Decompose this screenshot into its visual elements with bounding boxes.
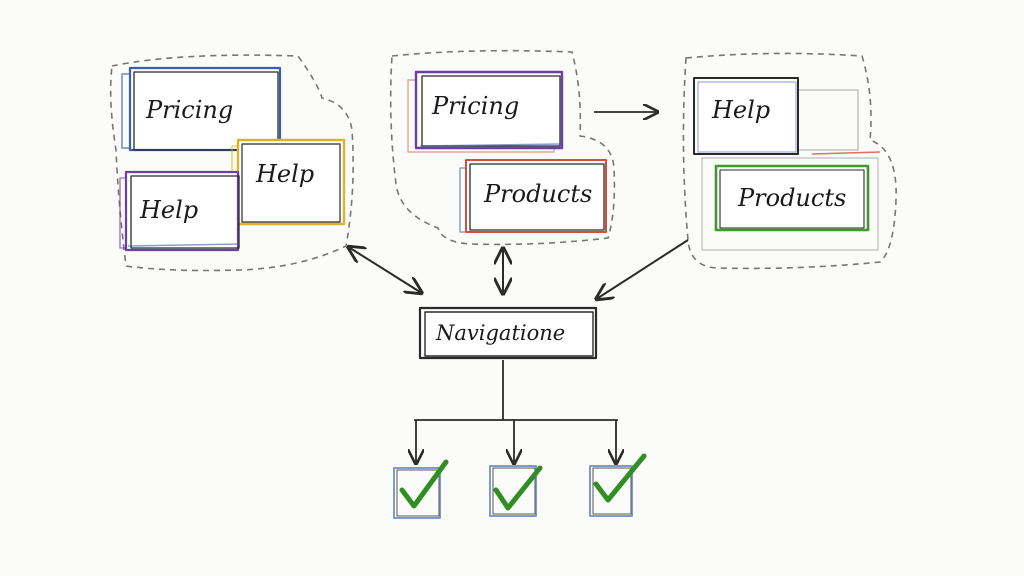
card-left-pricing[interactable]: Pricing	[121, 66, 282, 152]
group-right-outline	[682, 52, 897, 270]
card-right-help[interactable]: Help	[693, 77, 859, 155]
checkmark-icon	[493, 465, 543, 511]
card-label: Help	[255, 160, 314, 188]
navigation-box[interactable]: Navigatione	[418, 306, 598, 360]
checkmark-icon	[593, 453, 647, 503]
navigation-tree	[414, 360, 618, 462]
navigation-label: Navigatione	[435, 321, 565, 345]
card-label: Pricing	[431, 92, 519, 120]
card-label: Help	[139, 196, 198, 224]
checkbox-2[interactable]	[489, 465, 543, 517]
card-middle-pricing[interactable]: Pricing	[407, 70, 564, 153]
checkbox-1[interactable]	[393, 459, 449, 519]
group-middle-outline	[389, 49, 616, 246]
card-right-products[interactable]: Products	[701, 151, 881, 251]
card-label: Products	[483, 180, 592, 208]
checkbox-3[interactable]	[589, 453, 647, 517]
card-middle-products[interactable]: Products	[459, 159, 607, 233]
arrow-left-navigation	[350, 248, 420, 292]
checkmark-icon	[399, 459, 449, 509]
card-label: Help	[711, 96, 770, 124]
arrow-right-navigation	[598, 239, 689, 298]
card-label: Products	[737, 184, 846, 212]
card-left-help-purple[interactable]: Help	[119, 170, 241, 252]
card-left-help-yellow[interactable]: Help	[231, 138, 346, 226]
card-label: Pricing	[145, 96, 233, 124]
